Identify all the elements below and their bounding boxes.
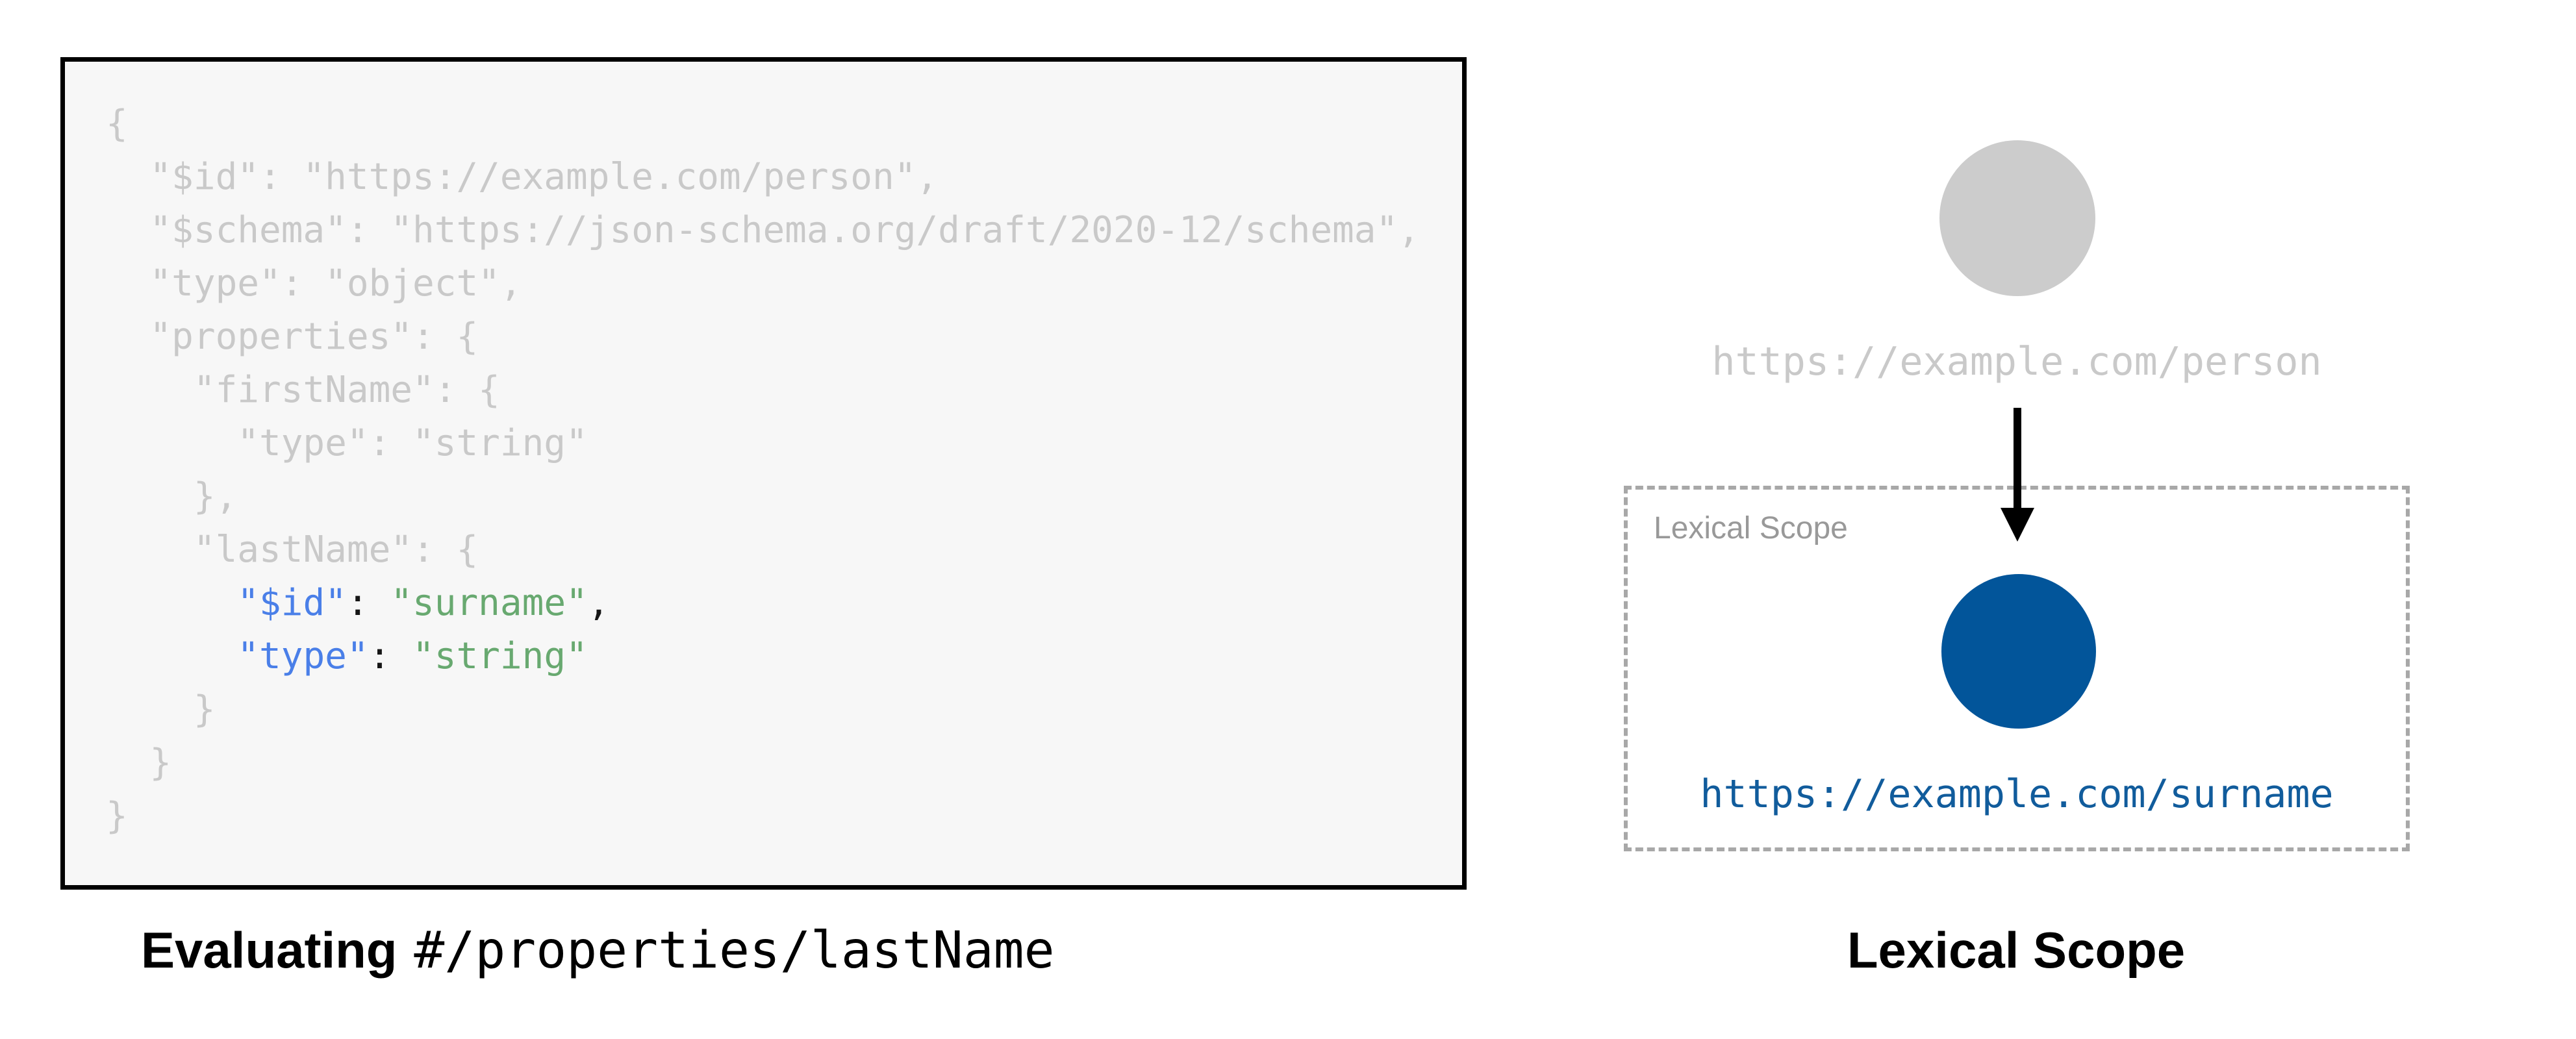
json-schema-code-box: { "$id": "https://example.com/person", "… bbox=[60, 57, 1467, 890]
left-caption: Evaluating #/properties/lastName bbox=[141, 921, 1055, 980]
code-line: "type": "string" bbox=[106, 422, 588, 464]
code-line: "firstName": { bbox=[106, 369, 500, 411]
lexical-scope-box-label: Lexical Scope bbox=[1654, 511, 1848, 545]
code-line: } bbox=[106, 688, 216, 731]
code-line: "$id": "surname", bbox=[237, 582, 610, 624]
code-line: "$id": "https://example.com/person", bbox=[106, 156, 939, 198]
code-line: "type": "object", bbox=[106, 262, 522, 305]
down-arrow-head bbox=[2001, 508, 2034, 542]
inner-schema-node-circle bbox=[1941, 574, 2096, 729]
code-line: } bbox=[106, 795, 128, 837]
left-caption-pointer: #/properties/lastName bbox=[414, 921, 1055, 980]
code-line: "lastName": { bbox=[106, 529, 479, 571]
code-line: }, bbox=[106, 475, 238, 518]
down-arrow-shaft bbox=[2014, 408, 2021, 510]
code-line: } bbox=[106, 742, 172, 784]
code-line: "properties": { bbox=[106, 316, 479, 358]
code-line: "$schema": "https://json-schema.org/draf… bbox=[106, 209, 1420, 251]
right-caption: Lexical Scope bbox=[1847, 921, 2186, 979]
code-block: { "$id": "https://example.com/person", "… bbox=[106, 97, 1449, 843]
outer-schema-node-label: https://example.com/person bbox=[1711, 339, 2322, 384]
left-caption-evaluating: Evaluating bbox=[141, 921, 398, 979]
inner-schema-node-label: https://example.com/surname bbox=[1700, 771, 2334, 817]
code-line: { bbox=[106, 103, 128, 145]
outer-schema-node-circle bbox=[1939, 140, 2095, 296]
code-line: "type": "string" bbox=[237, 635, 588, 677]
